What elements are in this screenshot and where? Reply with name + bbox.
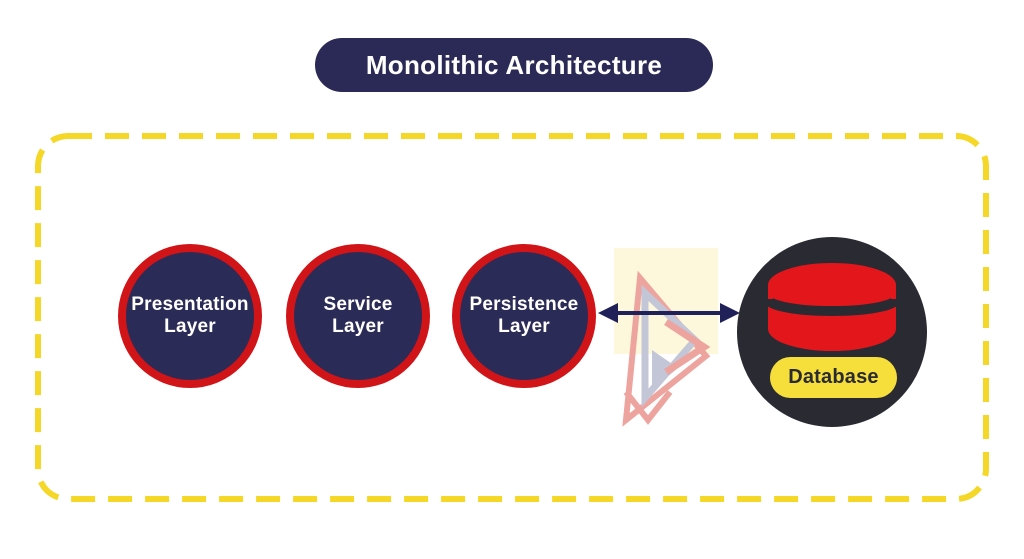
title-banner: Monolithic Architecture — [315, 38, 713, 92]
layer-label-line2: Layer — [332, 316, 384, 337]
layer-label-line2: Layer — [164, 316, 216, 337]
page-title: Monolithic Architecture — [365, 49, 663, 80]
watermark-red-chevron — [664, 319, 711, 375]
layer-label-line2: Layer — [498, 316, 550, 337]
layer-node-service: Service Layer — [286, 244, 430, 388]
layer-label-line1: Presentation — [131, 293, 249, 315]
database-label-pill: Database — [770, 357, 897, 398]
layer-label-line1: Persistence — [469, 293, 579, 315]
database-label: Database — [788, 366, 879, 388]
database-node: Database — [737, 237, 927, 427]
layer-node-persistence: Persistence Layer — [452, 244, 596, 388]
layer-label-line1: Service — [323, 293, 393, 315]
arrow-head-left — [598, 303, 618, 323]
watermark-red-v — [623, 390, 673, 425]
layer-node-presentation: Presentation Layer — [118, 244, 262, 388]
arrow-head-right — [720, 303, 740, 323]
boundary-dashed-rect — [35, 133, 989, 502]
database-cylinder-icon — [763, 263, 901, 351]
